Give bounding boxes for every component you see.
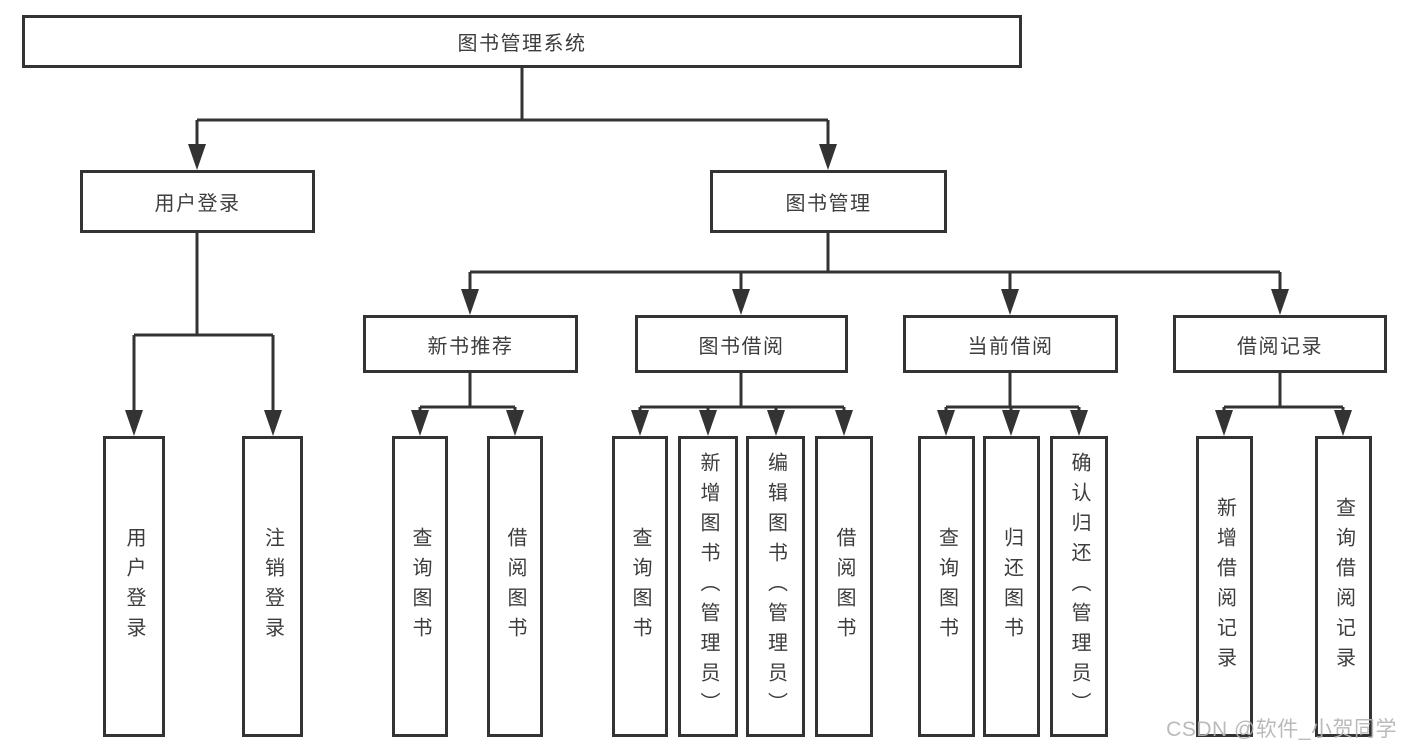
csdn-watermark: CSDN @软件_小贺同学 bbox=[1166, 718, 1397, 741]
node-user-login: 用户登录 bbox=[80, 170, 315, 233]
leaf-add-books-admin-label: 新增图书（管理员） bbox=[697, 451, 719, 722]
leaf-query-books-borrow-label: 查询图书 bbox=[629, 526, 651, 647]
leaf-logout: 注销登录 bbox=[242, 436, 303, 737]
leaf-query-borrow-record: 查询借阅记录 bbox=[1315, 436, 1372, 737]
node-new-book-recommend-label: 新书推荐 bbox=[427, 335, 514, 358]
node-current-borrow: 当前借阅 bbox=[903, 315, 1118, 373]
leaf-user-login: 用户登录 bbox=[103, 436, 165, 737]
leaf-borrow-books: 借阅图书 bbox=[815, 436, 873, 737]
leaf-return-books: 归还图书 bbox=[983, 436, 1040, 737]
node-current-borrow-label: 当前借阅 bbox=[967, 335, 1054, 358]
leaf-query-books-current: 查询图书 bbox=[918, 436, 975, 737]
leaf-logout-label: 注销登录 bbox=[261, 526, 284, 647]
node-book-borrow-label: 图书借阅 bbox=[698, 335, 785, 358]
leaf-add-borrow-record-label: 新增借阅记录 bbox=[1213, 496, 1236, 677]
leaf-edit-books-admin: 编辑图书（管理员） bbox=[746, 436, 805, 737]
leaf-query-books-current-label: 查询图书 bbox=[935, 526, 958, 647]
leaf-add-borrow-record: 新增借阅记录 bbox=[1196, 436, 1253, 737]
leaf-borrow-books-label: 借阅图书 bbox=[833, 526, 855, 647]
leaf-query-books-borrow: 查询图书 bbox=[612, 436, 668, 737]
node-new-book-recommend: 新书推荐 bbox=[363, 315, 578, 373]
node-library-management-system-label: 图书管理系统 bbox=[457, 33, 587, 55]
leaf-edit-books-admin-label: 编辑图书（管理员） bbox=[764, 451, 787, 722]
node-borrow-records-label: 借阅记录 bbox=[1237, 335, 1323, 358]
node-book-management-label: 图书管理 bbox=[785, 193, 872, 215]
node-library-management-system: 图书管理系统 bbox=[22, 15, 1022, 68]
node-user-login-label: 用户登录 bbox=[154, 193, 241, 215]
leaf-query-borrow-record-label: 查询借阅记录 bbox=[1332, 496, 1355, 677]
leaf-query-books-recommend-label: 查询图书 bbox=[409, 526, 431, 647]
leaf-query-books-recommend: 查询图书 bbox=[392, 436, 448, 737]
leaf-return-books-label: 归还图书 bbox=[1000, 526, 1023, 647]
node-borrow-records: 借阅记录 bbox=[1173, 315, 1387, 373]
node-book-management: 图书管理 bbox=[710, 170, 947, 233]
leaf-borrow-books-recommend: 借阅图书 bbox=[487, 436, 543, 737]
leaf-add-books-admin: 新增图书（管理员） bbox=[678, 436, 738, 737]
leaf-confirm-return-admin: 确认归还（管理员） bbox=[1050, 436, 1108, 737]
leaf-user-login-label: 用户登录 bbox=[123, 526, 145, 647]
leaf-borrow-books-recommend-label: 借阅图书 bbox=[504, 526, 526, 647]
node-book-borrow: 图书借阅 bbox=[635, 315, 848, 373]
leaf-confirm-return-admin-label: 确认归还（管理员） bbox=[1068, 451, 1090, 722]
